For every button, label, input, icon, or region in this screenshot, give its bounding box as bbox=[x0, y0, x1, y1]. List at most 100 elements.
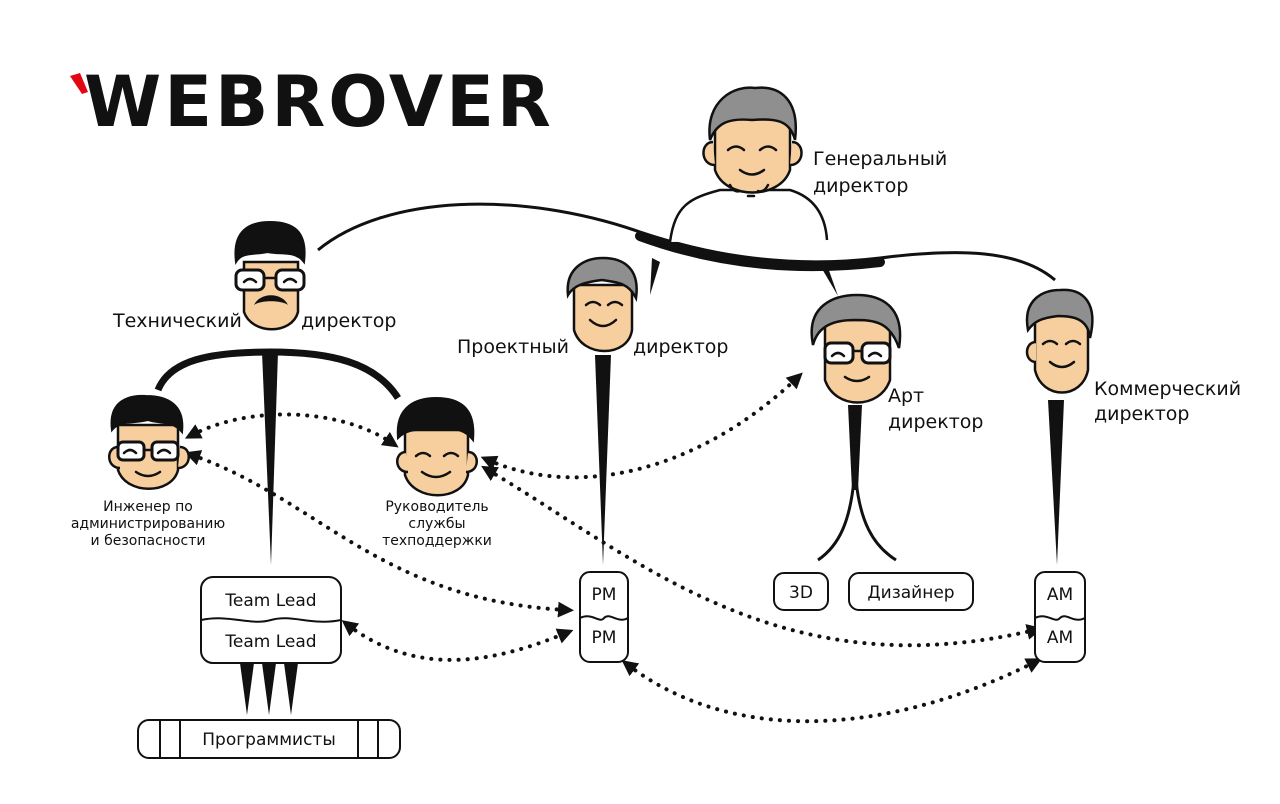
cto-avatar: Технический директор bbox=[112, 220, 396, 332]
ceo-label-line1: Генеральный bbox=[813, 148, 947, 170]
link-support-art bbox=[480, 372, 803, 480]
teamlead-prong-3 bbox=[284, 663, 298, 715]
art-smile bbox=[843, 375, 871, 383]
support-label-line2: службы bbox=[408, 516, 465, 532]
ceo-ear-right bbox=[789, 140, 803, 167]
pm-2-label: PM bbox=[592, 628, 617, 648]
ceo-eye-right bbox=[758, 145, 778, 152]
art-stem bbox=[848, 405, 862, 490]
cto-hair bbox=[234, 220, 306, 265]
pd-label-part2: директор bbox=[633, 336, 728, 358]
art-hair bbox=[810, 293, 902, 349]
art-label-line1: Арт bbox=[888, 385, 924, 407]
link-pm-am bbox=[621, 658, 1043, 724]
team-lead-box: Team Lead Team Lead bbox=[200, 576, 342, 664]
cto-subbranch bbox=[154, 348, 401, 400]
engineer-label-line3: и безопасности bbox=[91, 533, 206, 549]
am-box: AM AM bbox=[1034, 571, 1086, 663]
pm-1-label: PM bbox=[592, 585, 617, 605]
ceo-avatar: Генеральный директор bbox=[668, 86, 947, 243]
pm-box: PM PM bbox=[579, 571, 629, 663]
logo-wordmark: WEBROVER bbox=[84, 61, 554, 143]
engineer-avatar: Инженер по администрированию и безопасно… bbox=[71, 394, 225, 549]
support-eye-right bbox=[442, 451, 460, 458]
art-eye-left bbox=[830, 351, 846, 358]
pd-smile bbox=[588, 318, 618, 328]
art-eye-right bbox=[867, 351, 883, 358]
designer-box-frame bbox=[848, 572, 974, 611]
cco-smile bbox=[1048, 360, 1076, 369]
pd-to-pm-stem bbox=[595, 355, 611, 565]
ceo-eye-left bbox=[726, 145, 746, 152]
engineer-hair bbox=[110, 394, 184, 435]
ceo-smile bbox=[738, 168, 766, 176]
pd-head bbox=[572, 283, 634, 353]
cco-label-line1: Коммерческий bbox=[1094, 378, 1241, 400]
programmers-box-frame bbox=[137, 719, 401, 759]
cco-eye-left bbox=[1041, 339, 1059, 346]
designer-box: Дизайнер bbox=[848, 572, 974, 611]
team-lead-1-label: Team Lead bbox=[224, 591, 316, 611]
teamlead-prong-1 bbox=[240, 663, 254, 715]
cto-mustache bbox=[254, 295, 288, 305]
art-label-line2: директор bbox=[888, 411, 983, 433]
cco-avatar: Коммерческий директор bbox=[1025, 288, 1241, 425]
engineer-ear-right bbox=[177, 445, 190, 470]
support-eye-left bbox=[414, 451, 432, 458]
ceo-beard bbox=[728, 183, 770, 198]
art-avatar: Арт директор bbox=[810, 293, 983, 433]
programmers-box: Программисты bbox=[137, 719, 401, 759]
ceo-hair bbox=[708, 86, 798, 141]
art-fork-right bbox=[854, 479, 897, 562]
am-box-divider bbox=[1034, 615, 1086, 621]
link-engineer-pm bbox=[184, 450, 574, 618]
support-ear-left bbox=[396, 450, 409, 474]
cto-eye-right bbox=[282, 277, 298, 284]
support-smile bbox=[420, 470, 452, 479]
threed-box: 3D bbox=[773, 572, 829, 611]
support-head bbox=[403, 428, 470, 497]
cto-eye-left bbox=[242, 277, 258, 284]
team-lead-2-label: Team Lead bbox=[224, 632, 316, 652]
cco-head bbox=[1033, 313, 1090, 394]
engineer-eye-left bbox=[122, 448, 138, 455]
pd-hair bbox=[566, 256, 638, 303]
webrover-logo: WEBROVER bbox=[70, 61, 554, 143]
am-2-label: AM bbox=[1047, 628, 1073, 648]
pd-avatar: Проектный директор bbox=[457, 256, 728, 358]
cco-hair bbox=[1025, 288, 1094, 339]
link-engineer-support bbox=[184, 412, 399, 448]
support-label-line3: техподдержки bbox=[382, 533, 492, 549]
engineer-eye-right bbox=[156, 448, 172, 455]
pd-label-part1: Проектный bbox=[457, 336, 569, 358]
pd-eye-left bbox=[584, 300, 602, 307]
support-ear-right bbox=[465, 450, 478, 474]
engineer-smile bbox=[134, 470, 162, 478]
cco-ear-left bbox=[1025, 340, 1037, 364]
support-hair bbox=[396, 396, 475, 443]
pm-box-divider bbox=[579, 615, 629, 621]
ceo-ear-left bbox=[702, 140, 716, 167]
cto-to-teamlead-stem bbox=[262, 352, 278, 565]
cco-eye-right bbox=[1064, 339, 1082, 346]
link-teamlead-pm bbox=[341, 620, 574, 662]
programmers-label: Программисты bbox=[202, 730, 336, 750]
am-1-label: AM bbox=[1047, 585, 1073, 605]
support-label-line1: Руководитель bbox=[385, 499, 488, 515]
cto-label-part1: Технический bbox=[112, 310, 242, 332]
ceo-spike-right bbox=[818, 262, 838, 296]
threed-box-frame bbox=[773, 572, 829, 611]
art-fork-left bbox=[817, 479, 856, 562]
ceo-shoulders bbox=[668, 188, 829, 243]
teamlead-prong-2 bbox=[262, 663, 276, 715]
threed-label: 3D bbox=[789, 583, 813, 603]
ceo-head bbox=[713, 113, 792, 194]
cto-label-part2: директор bbox=[301, 310, 396, 332]
designer-label: Дизайнер bbox=[867, 583, 954, 603]
team-lead-box-divider bbox=[200, 617, 342, 623]
logo-accent-tick bbox=[70, 73, 88, 94]
cco-stem bbox=[1048, 400, 1064, 565]
art-head bbox=[823, 318, 892, 404]
ceo-spike-left bbox=[650, 258, 660, 295]
